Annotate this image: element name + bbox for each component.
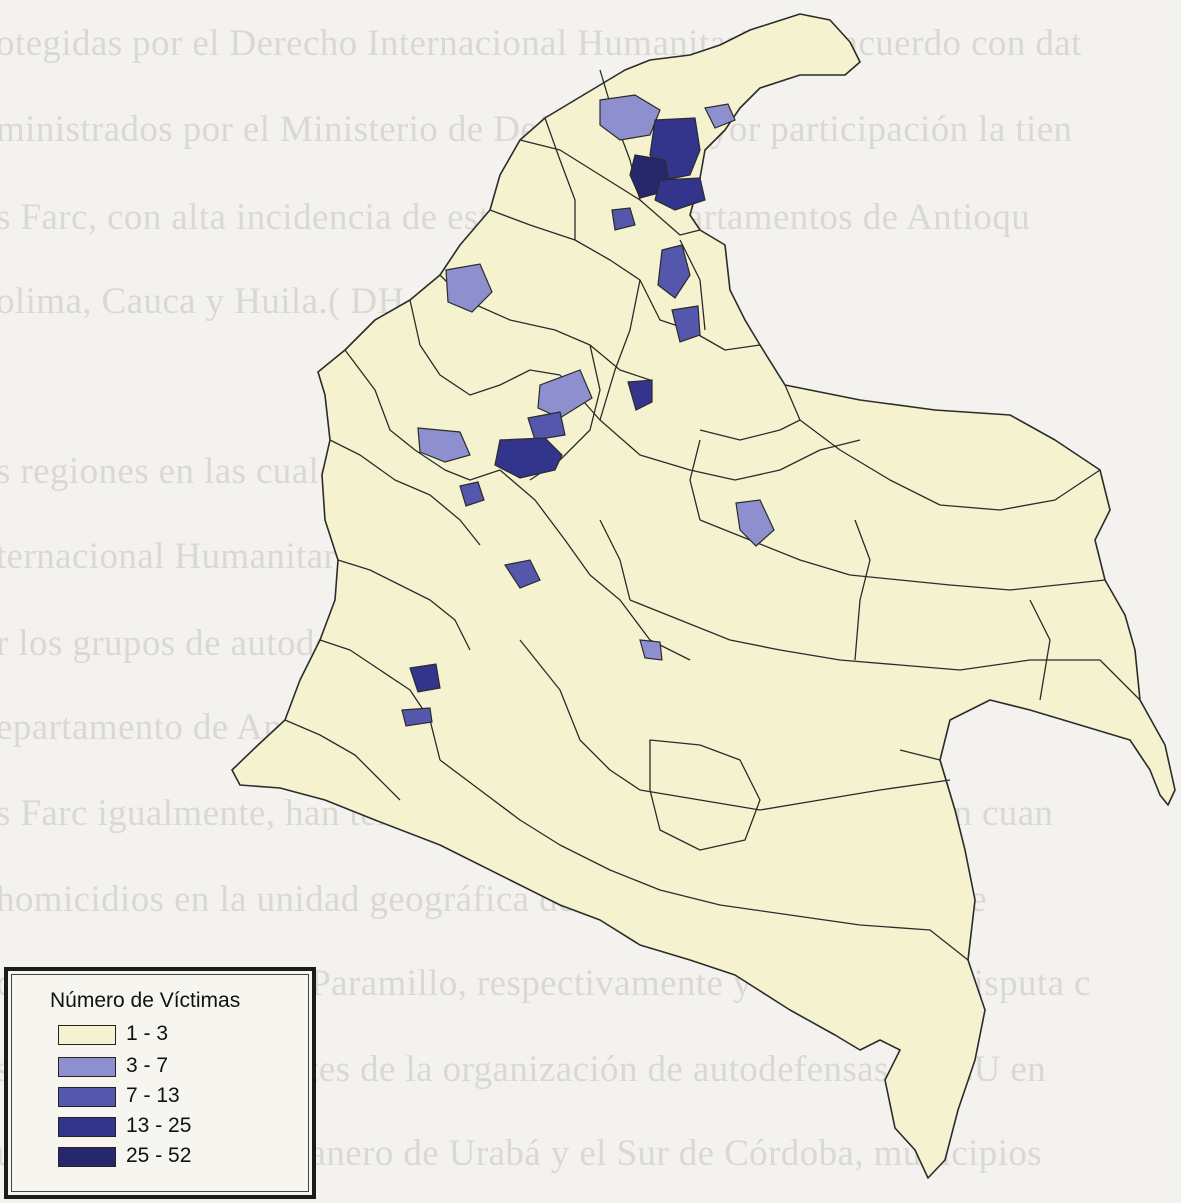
legend-swatch — [58, 1147, 116, 1167]
border-line — [329, 439, 481, 546]
legend-swatch — [58, 1087, 116, 1107]
border-line — [544, 117, 576, 240]
border-line — [319, 639, 441, 761]
map-legend: Número de Víctimas 1 - 3 3 - 7 7 - 13 13… — [4, 967, 316, 1199]
legend-swatch — [58, 1117, 116, 1137]
border-line — [1029, 599, 1051, 701]
legend-frame — [11, 974, 309, 1192]
border-line — [629, 599, 1141, 701]
municipality-7-13 — [657, 244, 691, 299]
legend-label: 1 - 3 — [126, 1022, 169, 1045]
municipality-13-25 — [409, 663, 441, 693]
highlighted-municipalities — [401, 94, 775, 727]
border-line — [499, 469, 691, 661]
text-line: otegidas por el Derecho Internacional Hu… — [0, 23, 1082, 64]
legend-label: 25 - 52 — [126, 1144, 192, 1167]
border-line — [519, 139, 701, 236]
municipality-13-25 — [654, 177, 706, 211]
border-line — [854, 519, 871, 661]
municipality-7-13 — [459, 481, 485, 507]
border-line — [344, 349, 501, 481]
municipality-7-13 — [611, 207, 636, 231]
municipality-3-7 — [537, 369, 593, 419]
border-line — [599, 279, 641, 421]
municipality-3-7 — [639, 639, 663, 661]
municipality-3-7 — [704, 103, 736, 129]
municipality-7-13 — [504, 559, 541, 589]
legend-label: 13 - 25 — [126, 1114, 192, 1137]
department-borders — [284, 69, 1141, 961]
border-line — [519, 639, 951, 811]
municipality-3-7 — [417, 427, 471, 463]
legend-swatch — [58, 1057, 116, 1077]
colombia-landmass — [231, 13, 1176, 1179]
legend-label: 3 - 7 — [126, 1054, 169, 1077]
municipality-7-13 — [671, 305, 701, 343]
border-line — [689, 439, 701, 521]
border-line — [679, 239, 706, 331]
municipality-3-7 — [735, 499, 775, 547]
municipality-3-7 — [445, 263, 493, 313]
border-line — [649, 739, 761, 851]
border-line — [599, 519, 631, 601]
municipality-13-25 — [494, 437, 563, 479]
border-line — [699, 419, 801, 441]
legend-label: 7 - 13 — [126, 1084, 180, 1107]
municipality-7-13 — [401, 707, 433, 727]
municipality-3-7 — [599, 94, 661, 141]
border-line — [559, 374, 861, 481]
border-line — [284, 719, 401, 801]
border-line — [337, 559, 471, 651]
municipality-13-25 — [627, 379, 653, 411]
legend-swatch — [58, 1025, 116, 1045]
municipality-7-13 — [527, 411, 566, 441]
border-line — [784, 384, 1101, 511]
border-line — [899, 749, 956, 811]
country-outline — [231, 13, 1176, 1179]
border-line — [439, 759, 969, 961]
border-line — [409, 299, 561, 396]
legend-title: Número de Víctimas — [50, 989, 241, 1012]
